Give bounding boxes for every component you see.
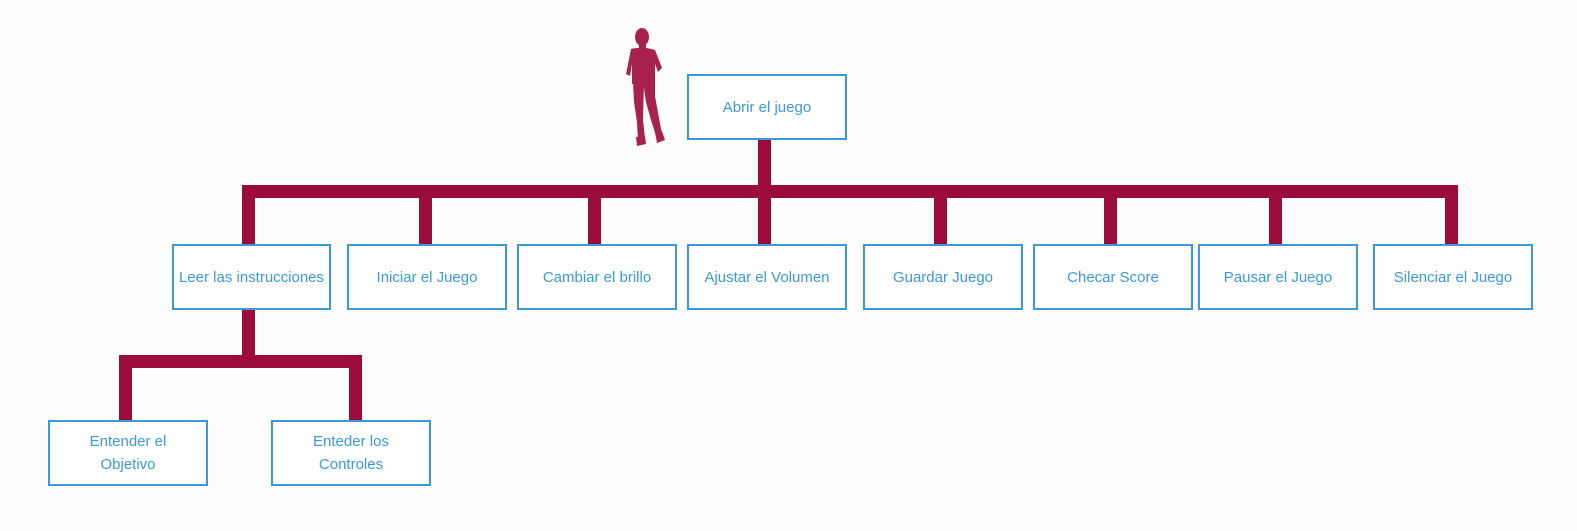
node-enteder-los-controles: Enteder los Controles [271,420,431,486]
connector-level1-drop [758,185,771,245]
connector-root-stem [758,139,771,189]
node-entender-el-objetivo: Entender el Objetivo [48,420,208,486]
connector-level2-drop [349,355,362,421]
connector-level1-drop [1445,185,1458,245]
connector-level1-drop [1104,185,1117,245]
node-iniciar-el-juego: Iniciar el Juego [347,244,507,310]
connector-level2-stem [242,309,255,359]
connector-level1-drop [588,185,601,245]
node-cambiar-el-brillo: Cambiar el brillo [517,244,677,310]
node-ajustar-el-volumen: Ajustar el Volumen [687,244,847,310]
connector-level1-drop [242,185,255,245]
person-silhouette-icon [626,28,665,146]
connector-level1-bar [242,185,1458,198]
connector-level2-bar [119,355,362,368]
connector-level1-drop [934,185,947,245]
node-pausar-el-juego: Pausar el Juego [1198,244,1358,310]
node-guardar-juego: Guardar Juego [863,244,1023,310]
connector-level1-drop [1269,185,1282,245]
connector-level2-drop [119,355,132,421]
node-silenciar-el-juego: Silenciar el Juego [1373,244,1533,310]
node-checar-score: Checar Score [1033,244,1193,310]
connector-level1-drop [419,185,432,245]
node-leer-las-instrucciones: Leer las instrucciones [172,244,331,310]
node-abrir-el-juego: Abrir el juego [687,74,847,140]
